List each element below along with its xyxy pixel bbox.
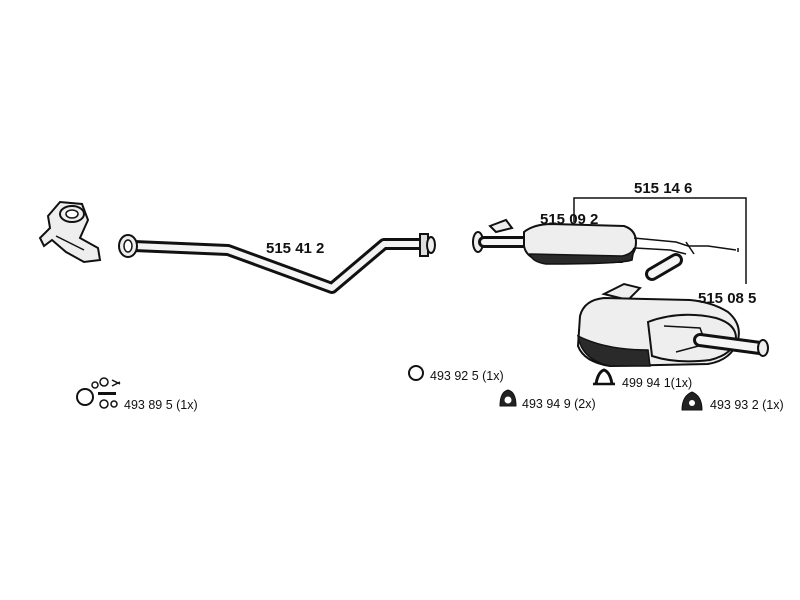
middle-silencer-part — [472, 218, 737, 265]
ring-gasket-icon — [408, 365, 424, 381]
rear-silencer-label: 515 08 5 — [698, 290, 756, 307]
front-pipe-part — [118, 233, 436, 294]
middle-silencer-label: 515 09 2 — [540, 211, 598, 228]
rubber-mount-b-icon — [681, 391, 703, 411]
clamp-kit-label: 493 89 5 (1x) — [124, 398, 198, 412]
rubber-hanger-icon — [593, 368, 615, 386]
rubber-mount-b-label: 493 93 2 (1x) — [710, 398, 784, 412]
rubber-mount-a-icon — [499, 389, 517, 407]
ring-gasket-label: 493 92 5 (1x) — [430, 369, 504, 383]
group-label: 515 14 6 — [634, 180, 692, 197]
clamp-kit-icon — [76, 377, 121, 409]
rubber-mount-a-label: 493 94 9 (2x) — [522, 397, 596, 411]
manifold-part — [38, 200, 102, 264]
connecting-pipe-part — [645, 253, 683, 281]
rear-silencer-part — [576, 282, 769, 368]
front-pipe-label: 515 41 2 — [266, 240, 324, 257]
group-bracket — [573, 197, 747, 284]
rubber-hanger-label: 499 94 1(1x) — [622, 376, 692, 390]
